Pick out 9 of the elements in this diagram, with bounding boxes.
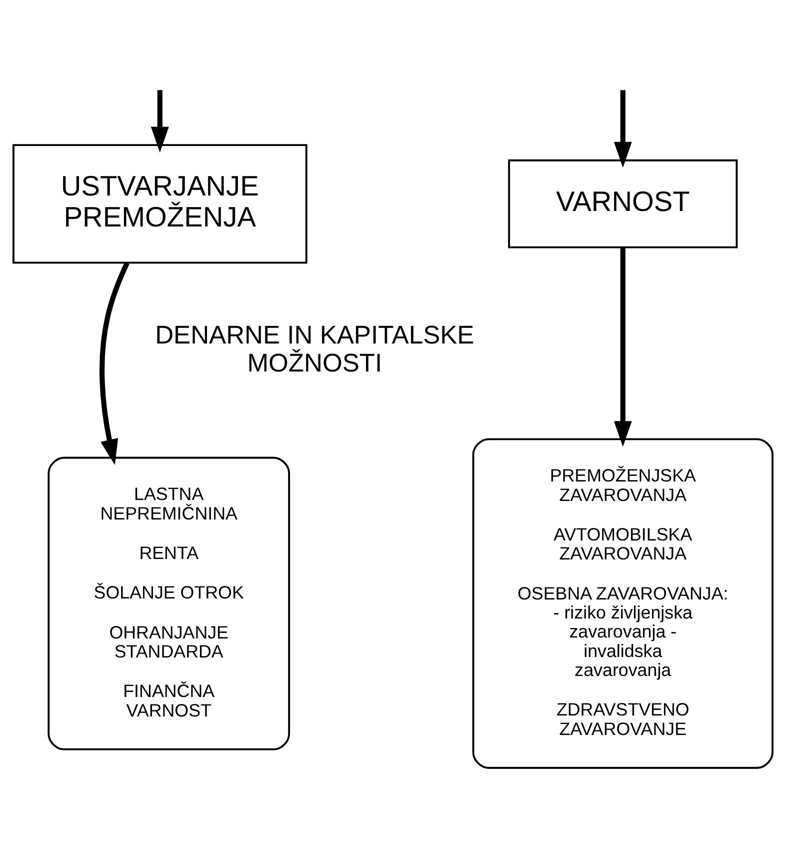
node-box: PREMOŽENJSKA ZAVAROVANJA AVTOMOBILSKA ZAVAROVANJA OSEBNA ZAVAROVANJA: - riziko življenjska zavarovanja - invalidska zavarovanja ZDRAVSTVENO ZAVAROVANJE	[472, 438, 774, 768]
node-box: VARNOST	[508, 158, 738, 248]
arrow	[614, 90, 632, 168]
node-box: USTVARJANJE PREMOŽENJA	[12, 144, 308, 264]
arrow	[614, 247, 632, 446]
arrow	[150, 90, 169, 152]
arrow	[100, 261, 130, 464]
label: DENARNE IN KAPITALSKE MOŽNOSTI	[155, 320, 474, 377]
node-box: LASTNA NEPREMIČNINA RENTA ŠOLANJE OTROK OHRANJANJE STANDARDA FINANČNA VARNOST	[48, 456, 290, 750]
